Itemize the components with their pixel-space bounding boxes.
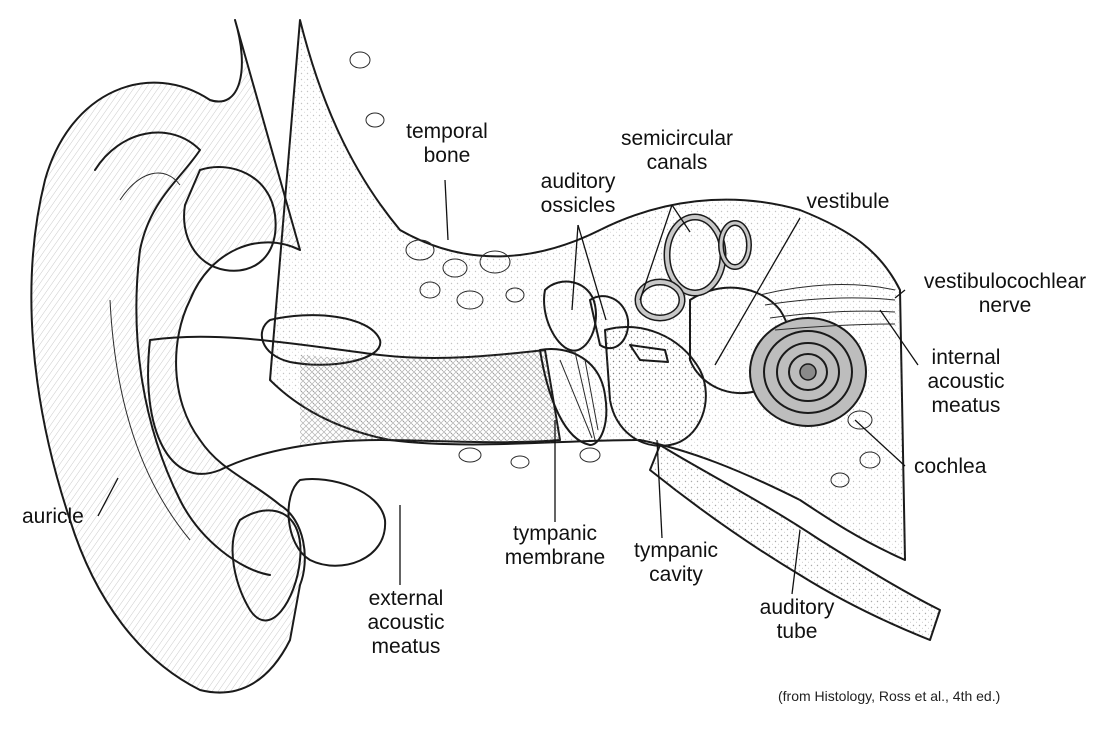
cochlea-shape [749,317,867,427]
label-vestibule: vestibule [806,190,890,213]
soft-tissue [183,166,387,567]
leader-lines [97,179,919,595]
helix-fold [94,131,271,576]
antihelix-fold [109,172,191,541]
semicircular-canals-shape [634,213,752,322]
membrane-rays [559,351,599,441]
ear-lobe [231,509,302,622]
tympanic-membrane-shape [539,348,608,446]
source-credit: (from Histology, Ross et al., 4th ed.) [778,688,1001,704]
label-auricle: auricle [22,505,84,528]
nerve-bundle [759,284,896,331]
auricle-hatching [31,20,305,693]
bone-cells [349,51,881,488]
tympanic-cavity-stipple [605,326,706,446]
canal-hatching [300,350,560,445]
auditory-tube-stipple [650,445,940,640]
label-cochlea: cochlea [914,455,987,478]
